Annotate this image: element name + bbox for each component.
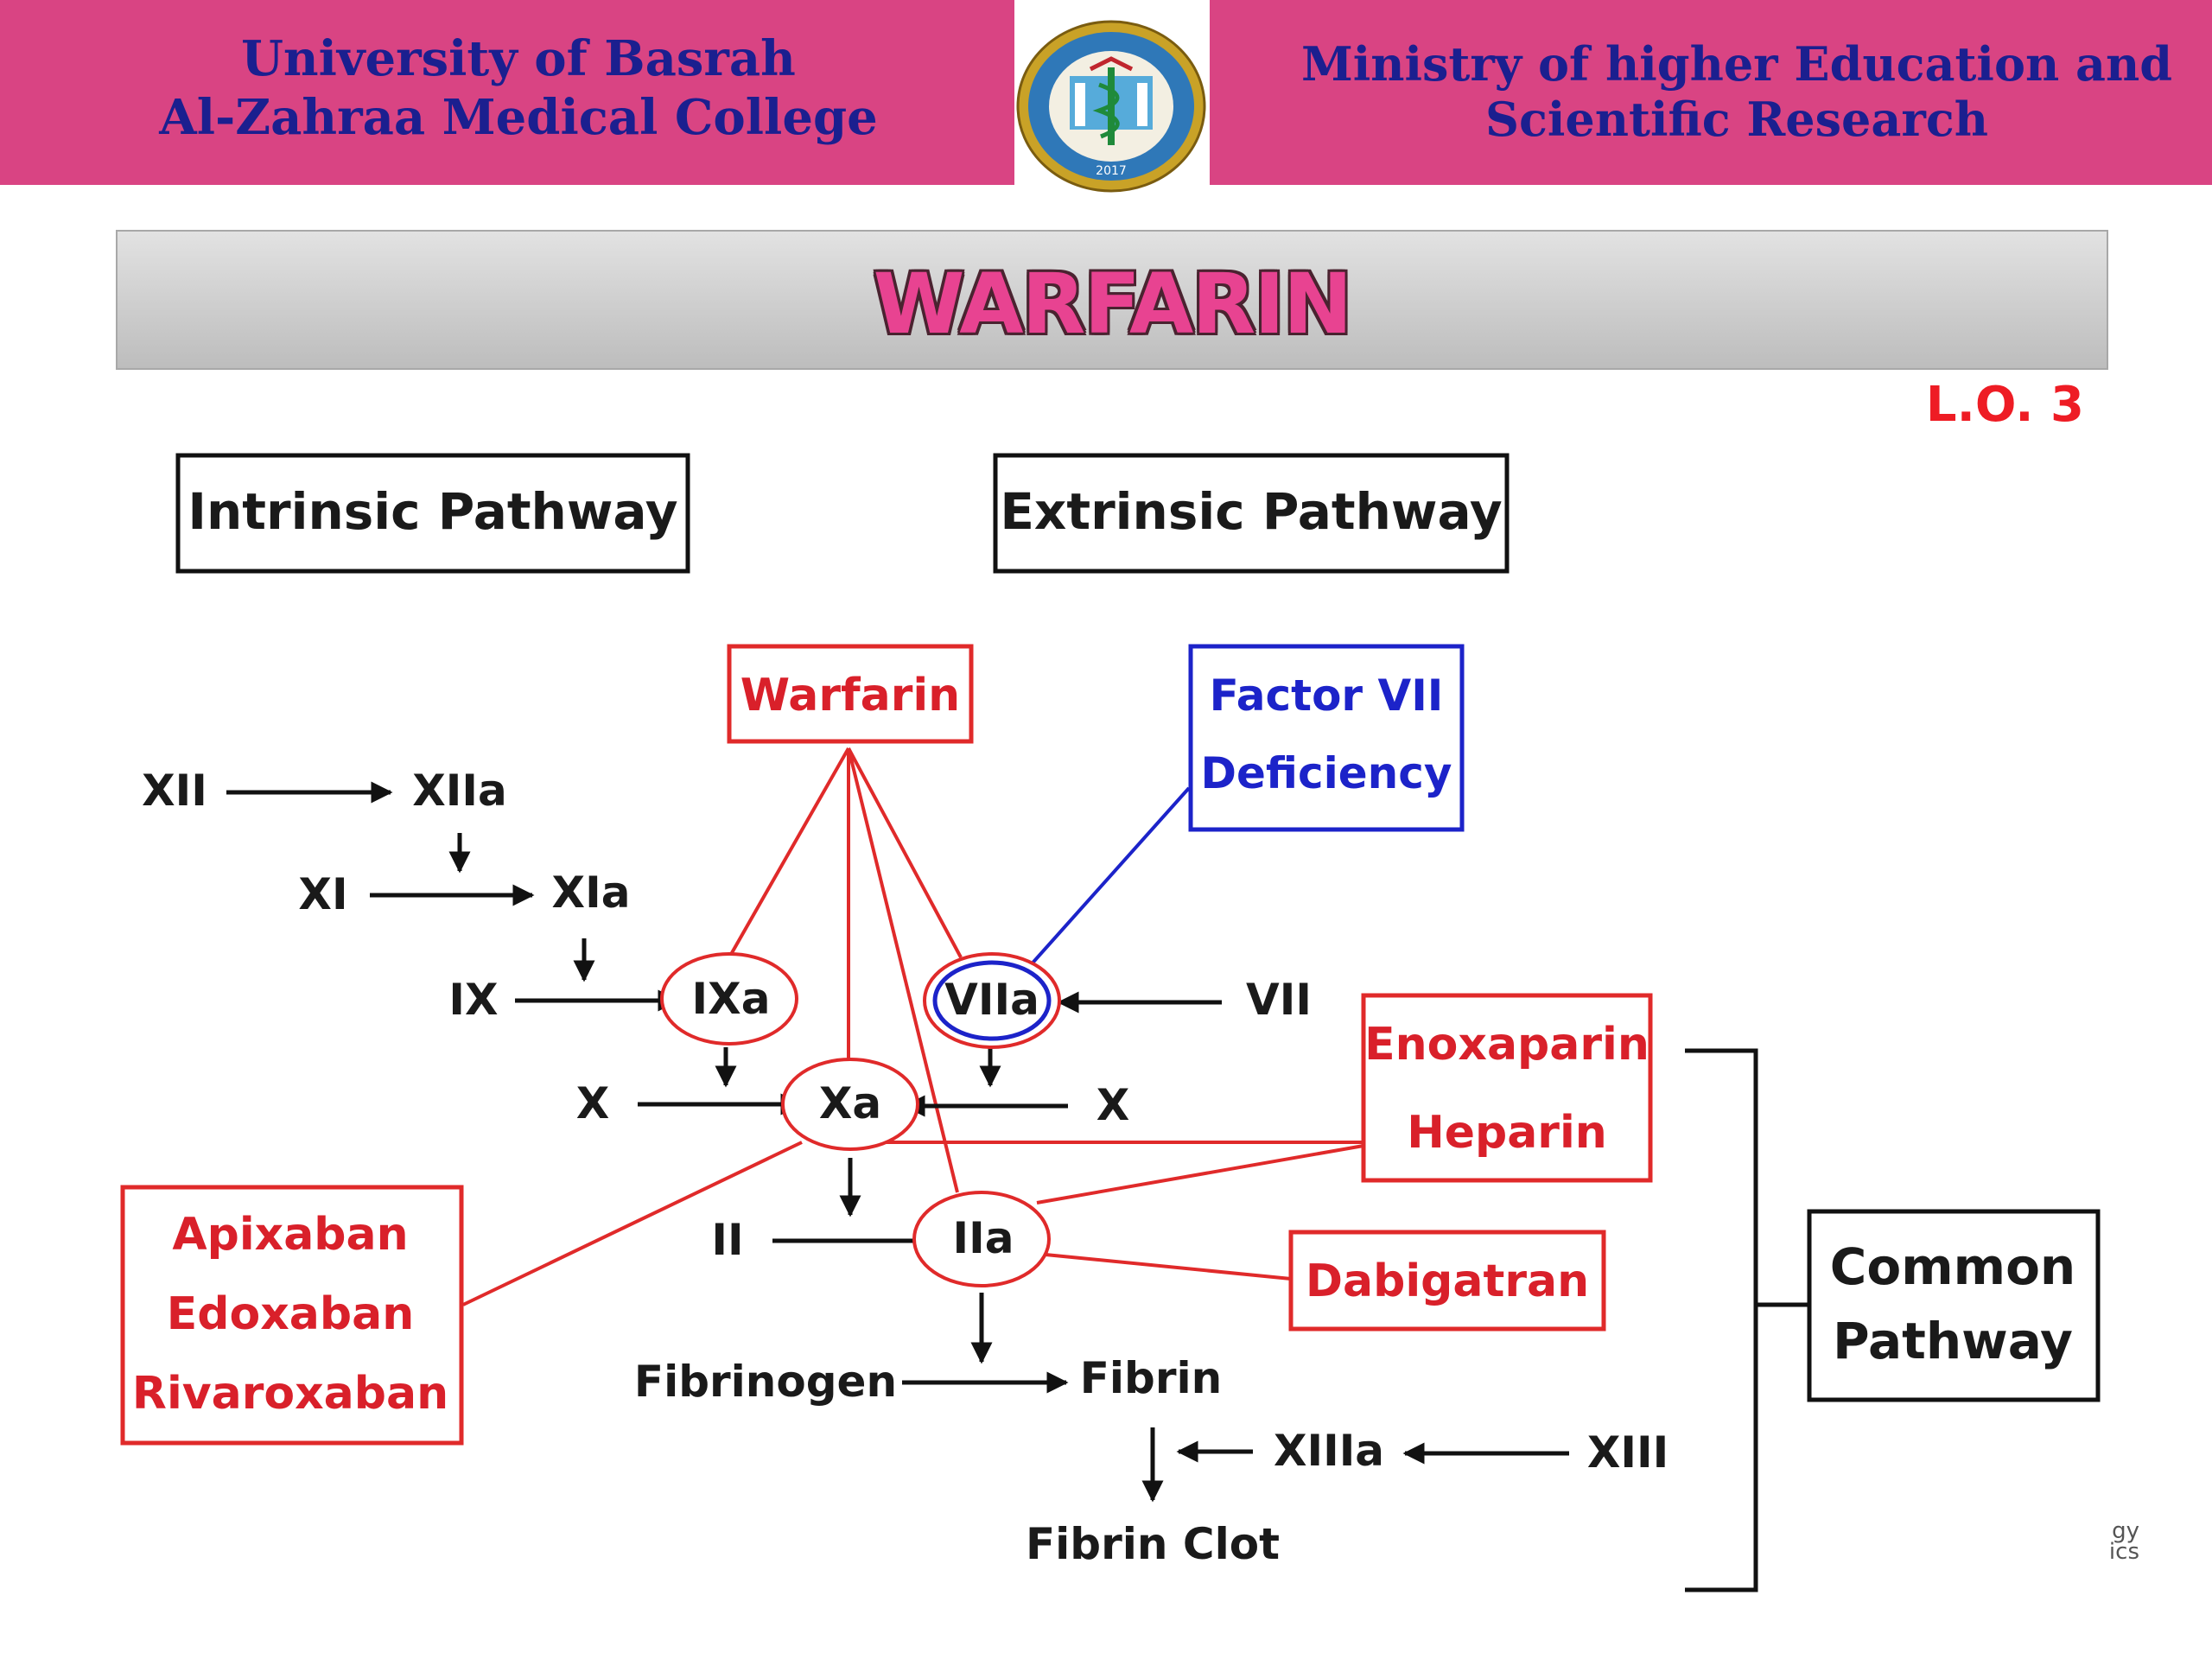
factor-labels: XII XIIa XI XIa IX IXa VIIa VII X Xa X I… [142, 766, 1669, 1569]
warfarin-label: Warfarin [741, 670, 960, 721]
factor-xii: XII [142, 766, 207, 816]
common-pathway-bracket [1685, 1048, 1758, 1592]
learning-objective-label: L.O. 3 [1925, 377, 2084, 433]
college-seal-icon: 2017 [1016, 20, 1206, 193]
factor-vii-deficiency-box [1188, 644, 1465, 832]
university-name: University of Basrah Al-Zahraa Medical C… [0, 29, 1037, 147]
warfarin-to-iia-line [847, 747, 959, 1193]
factor-xa: Xa [819, 1078, 881, 1128]
iia-ellipse [912, 1191, 1051, 1287]
ministry-line: Ministry of higher Education and [1300, 36, 2173, 92]
xa-inhibitors-box [120, 1185, 464, 1446]
deficiency-to-viia-line [1027, 786, 1191, 969]
xa-ellipse [781, 1058, 919, 1151]
factor-xiia: XIIa [412, 766, 507, 816]
viia-ellipse-inner [932, 960, 1052, 1041]
extrinsic-pathway-label: Extrinsic Pathway [1000, 482, 1502, 541]
warfarin-to-viia-line [847, 747, 963, 958]
fibrin-clot-label: Fibrin Clot [1026, 1519, 1280, 1569]
deficiency-line-1: Factor VII [1210, 671, 1444, 721]
fibrinogen-label: Fibrinogen [634, 1357, 897, 1407]
factor-xiii: XIII [1587, 1427, 1669, 1478]
heparin-label: Heparin [1407, 1107, 1607, 1159]
factor-vii: VII [1246, 975, 1312, 1025]
ministry-line-2: Scientific Research [1485, 92, 1988, 147]
factor-iia: IIa [953, 1213, 1014, 1263]
warfarin-to-ixa-line [728, 747, 850, 958]
header-band-right [1210, 0, 2212, 185]
dabigatran-to-iia-line [1045, 1253, 1292, 1281]
factor-ixa: IXa [692, 974, 771, 1024]
factor-x-right: X [1096, 1080, 1130, 1130]
deficiency-line-2: Deficiency [1201, 748, 1452, 798]
xa-inhibitors-to-xa-line [462, 1141, 803, 1306]
factor-ii: II [711, 1215, 743, 1265]
ministry-name: Ministry of higher Education and Scienti… [1296, 36, 2177, 147]
heparin-to-iia-line [1036, 1144, 1364, 1205]
slide-title: WARFARIN [873, 256, 1353, 353]
common-pathway-box [1807, 1209, 2101, 1402]
ixa-ellipse [660, 952, 798, 1046]
factor-xia: XIa [552, 868, 631, 918]
dabigatran-box [1288, 1230, 1606, 1332]
intrinsic-pathway-label: Intrinsic Pathway [188, 482, 677, 541]
apixaban-label: Apixaban [172, 1209, 408, 1261]
inhibition-lines [462, 747, 1364, 1306]
factor-xiiia: XIIIa [1274, 1426, 1384, 1476]
common-pathway-label-1: Common [1830, 1237, 2075, 1296]
university-line: University of Basrah [241, 30, 796, 87]
header-band-left [0, 0, 1014, 185]
dabigatran-label: Dabigatran [1306, 1255, 1589, 1307]
rivaroxaban-label: Rivaroxaban [132, 1368, 448, 1420]
factor-xi: XI [298, 869, 347, 919]
common-pathway-label-2: Pathway [1833, 1312, 2073, 1370]
watermark-line-1: gy [2112, 1518, 2139, 1544]
college-line: Al-Zahraa Medical College [159, 89, 878, 146]
factor-viia: VIIa [944, 975, 1039, 1025]
logo-year: 2017 [1096, 164, 1127, 178]
edoxaban-label: Edoxaban [167, 1288, 414, 1340]
factor-x-left: X [576, 1078, 610, 1128]
enoxaparin-label: Enoxaparin [1364, 1019, 1649, 1071]
watermark-line-2: ics [2109, 1539, 2139, 1565]
fibrin-label: Fibrin [1080, 1353, 1222, 1403]
heparin-box [1361, 993, 1653, 1183]
intrinsic-pathway-box [175, 453, 690, 574]
cascade-arrows [226, 781, 1569, 1503]
warfarin-box [727, 644, 974, 744]
extrinsic-pathway-box [993, 453, 1510, 574]
title-bar: WARFARIN [116, 230, 2108, 370]
factor-ix: IX [448, 975, 498, 1025]
